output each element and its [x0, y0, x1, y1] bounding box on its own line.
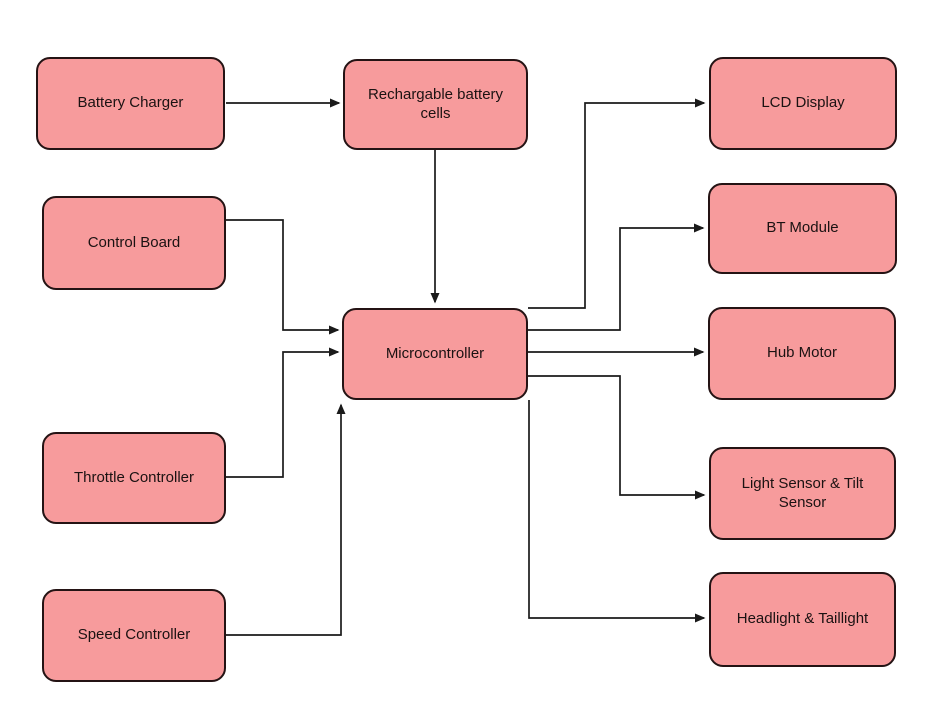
node-control-board: Control Board	[42, 196, 226, 290]
node-bt-module: BT Module	[708, 183, 897, 274]
node-hub-motor: Hub Motor	[708, 307, 896, 400]
node-microcontroller-label: Microcontroller	[385, 344, 485, 362]
node-rechargeable-battery-cells: Rechargable battery cells	[343, 59, 528, 150]
node-hub-motor-label: Hub Motor	[766, 344, 838, 362]
connector-speed-controller-to-microcontroller	[226, 403, 346, 636]
connector-control-board-to-microcontroller	[226, 219, 340, 335]
node-control-board-label: Control Board	[87, 233, 181, 251]
connector-microcontroller-to-bt-module	[528, 223, 705, 331]
node-light-sensor-tilt-sensor: Light Sensor & Tilt Sensor	[709, 447, 896, 540]
node-battery-charger: Battery Charger	[36, 57, 225, 150]
node-light-sensor-tilt-sensor-label: Light Sensor & Tilt Sensor	[741, 474, 864, 511]
node-speed-controller: Speed Controller	[42, 589, 226, 682]
connector-throttle-controller-to-microcontroller	[226, 347, 340, 478]
node-headlight-taillight: Headlight & Taillight	[709, 572, 896, 667]
node-lcd-display-label: LCD Display	[761, 94, 845, 112]
node-battery-charger-label: Battery Charger	[77, 94, 184, 112]
node-speed-controller-label: Speed Controller	[77, 626, 191, 644]
node-headlight-taillight-label: Headlight & Taillight	[736, 610, 869, 628]
connector-microcontroller-to-light-sensor	[528, 375, 706, 500]
node-rechargeable-battery-cells-label: Rechargable battery cells	[367, 85, 504, 122]
node-lcd-display: LCD Display	[709, 57, 897, 150]
node-throttle-controller: Throttle Controller	[42, 432, 226, 524]
connector-microcontroller-to-lcd-display	[528, 98, 706, 309]
node-throttle-controller-label: Throttle Controller	[73, 468, 195, 486]
node-bt-module-label: BT Module	[766, 219, 839, 237]
node-microcontroller: Microcontroller	[342, 308, 528, 400]
connector-microcontroller-to-headlight	[528, 400, 706, 623]
